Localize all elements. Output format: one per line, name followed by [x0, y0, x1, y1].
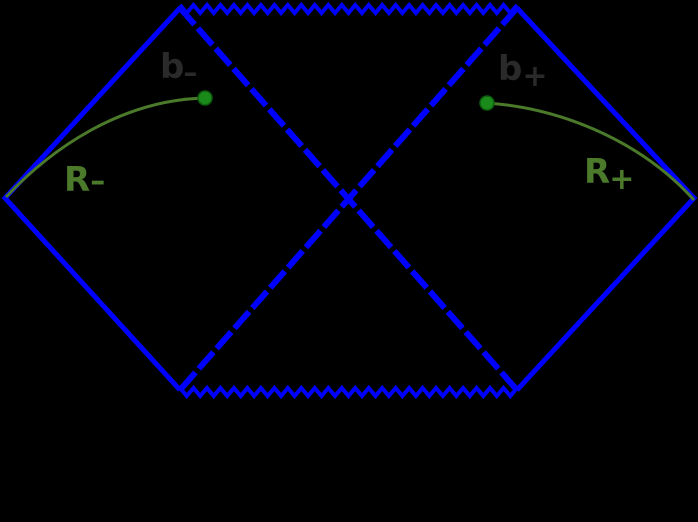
future-singularity: [178, 1, 519, 17]
label-R-plus: R+: [584, 152, 634, 197]
point-b-minus: [197, 90, 213, 106]
past-singularity: [178, 384, 519, 400]
label-R-minus: R–: [64, 160, 105, 200]
curve-R-minus: [4, 96, 206, 199]
point-b-plus: [479, 95, 495, 111]
horizon-line-2: [177, 6, 520, 392]
label-b-minus: b–: [160, 47, 197, 89]
curve-R-plus: [486, 101, 696, 202]
label-b-plus: b+: [498, 49, 547, 94]
left-region-boundary: [1, 6, 182, 392]
